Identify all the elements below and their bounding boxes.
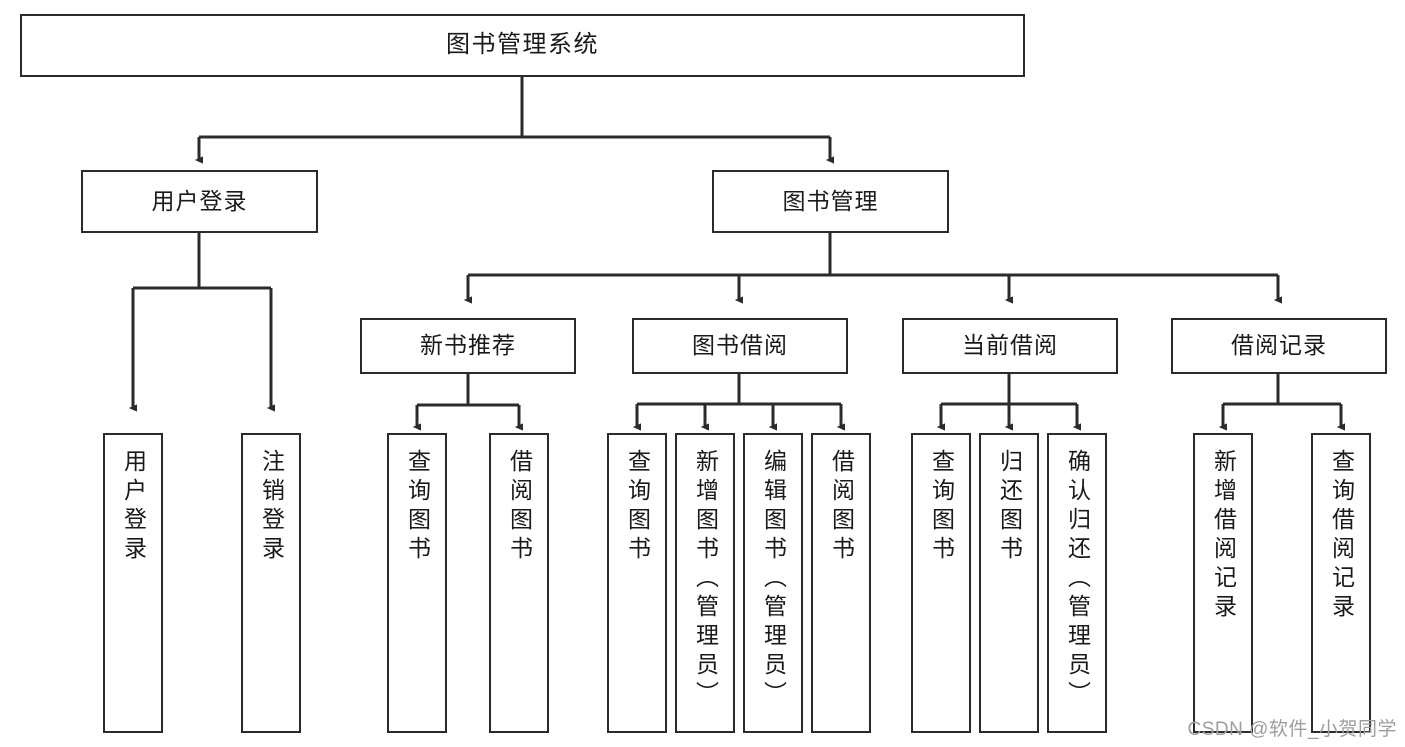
- node-book-borrow[interactable]: 图书借阅: [632, 318, 848, 374]
- leaf-query-book-3[interactable]: 查询图书: [911, 433, 971, 733]
- node-label: 查询图书: [928, 449, 955, 565]
- node-label: 查询图书: [624, 449, 651, 565]
- leaf-borrow-book-1[interactable]: 借阅图书: [489, 433, 549, 733]
- node-borrow-record[interactable]: 借阅记录: [1171, 318, 1387, 374]
- node-label: 查询借阅记录: [1328, 449, 1355, 623]
- node-user-login[interactable]: 用户登录: [81, 170, 318, 233]
- node-label: 新增图书（管理员）: [692, 449, 719, 710]
- node-label: 借阅图书: [506, 449, 533, 565]
- node-label: 当前借阅: [962, 332, 1058, 359]
- node-label: 新增借阅记录: [1210, 449, 1237, 623]
- leaf-query-book-1[interactable]: 查询图书: [387, 433, 447, 733]
- node-label: 用户登录: [151, 187, 248, 214]
- node-label: 注销登录: [258, 449, 285, 565]
- node-label: 查询图书: [404, 449, 431, 565]
- node-label: 归还图书: [996, 449, 1023, 565]
- node-label: 确认归还（管理员）: [1064, 449, 1091, 710]
- node-label: 编辑图书（管理员）: [760, 449, 787, 710]
- node-label: 图书管理: [782, 187, 879, 214]
- node-label: 图书借阅: [692, 332, 788, 359]
- leaf-return-book[interactable]: 归还图书: [979, 433, 1039, 733]
- node-current-borrow[interactable]: 当前借阅: [902, 318, 1118, 374]
- leaf-add-record[interactable]: 新增借阅记录: [1193, 433, 1253, 733]
- leaf-confirm-return[interactable]: 确认归还（管理员）: [1047, 433, 1107, 733]
- node-book-management-system[interactable]: 图书管理系统: [20, 14, 1025, 77]
- node-label: 新书推荐: [420, 332, 516, 359]
- node-book-management[interactable]: 图书管理: [712, 170, 949, 233]
- leaf-logout[interactable]: 注销登录: [241, 433, 301, 733]
- leaf-query-record[interactable]: 查询借阅记录: [1311, 433, 1371, 733]
- leaf-query-book-2[interactable]: 查询图书: [607, 433, 667, 733]
- leaf-add-book[interactable]: 新增图书（管理员）: [675, 433, 735, 733]
- node-label: 图书管理系统: [446, 31, 599, 59]
- node-label: 借阅记录: [1231, 332, 1327, 359]
- node-label: 借阅图书: [828, 449, 855, 565]
- csdn-watermark: CSDN @软件_小贺同学: [1187, 719, 1397, 740]
- leaf-borrow-book-2[interactable]: 借阅图书: [811, 433, 871, 733]
- node-new-book-recommend[interactable]: 新书推荐: [360, 318, 576, 374]
- node-label: 用户登录: [120, 449, 147, 565]
- leaf-user-login[interactable]: 用户登录: [103, 433, 163, 733]
- leaf-edit-book[interactable]: 编辑图书（管理员）: [743, 433, 803, 733]
